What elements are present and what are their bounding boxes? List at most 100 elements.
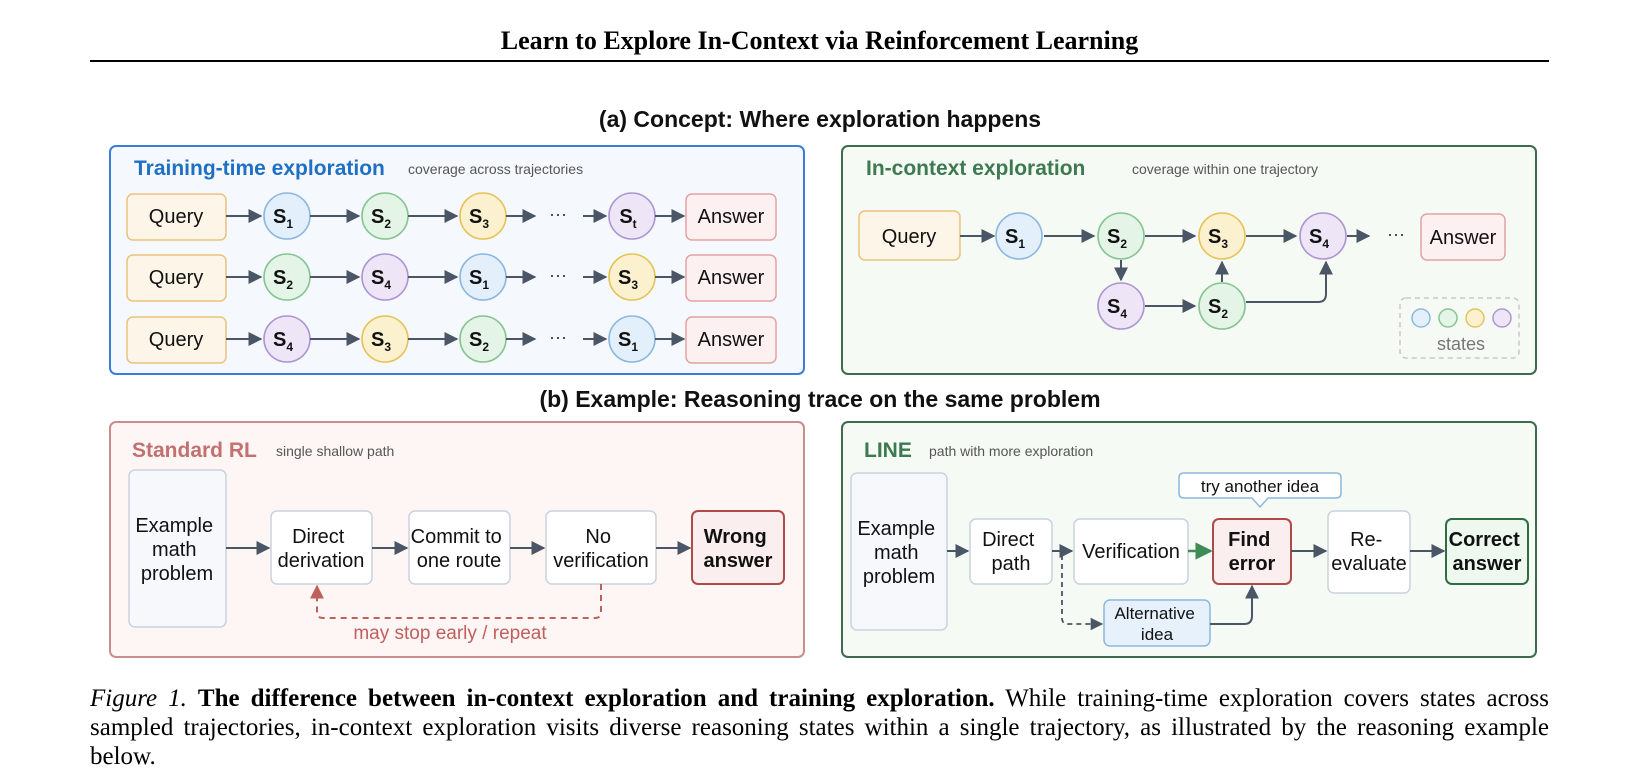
caption-text: While training-time exploration covers s… (90, 685, 1549, 770)
line-title: LINE (864, 439, 912, 462)
line-correct-answer-box (1445, 518, 1529, 585)
training-state-r2-1-label: S2 (273, 267, 293, 292)
incontext-panel (841, 145, 1537, 375)
line-direct-label: Direct path (982, 529, 1040, 575)
training-state-r2-2-label: S4 (371, 267, 391, 292)
training-state-r3-1-label: S4 (273, 329, 293, 354)
training-answer-label: Answer (698, 329, 765, 351)
ic-state-2-circle (1097, 212, 1145, 260)
std-step-noverify-label: No verification (553, 526, 649, 572)
line-reevaluate-box (1327, 510, 1411, 594)
training-state-r3-1: S4 (263, 315, 311, 363)
training-state-r1-1: S1 (263, 192, 311, 240)
panel-b-title: (b) Example: Reasoning trace on the same… (539, 386, 1100, 412)
training-row-1: Query S1 S2 S3 St ··· Answer (126, 192, 777, 241)
training-state-r3-3: S2 (459, 315, 507, 363)
standard-rl-title: Standard RL (132, 439, 257, 462)
states-legend-box (1399, 297, 1520, 359)
ic-state-1-label: S1 (1005, 226, 1025, 251)
training-state-r3-4: S1 (608, 315, 656, 363)
training-answer-label: Answer (698, 267, 765, 289)
training-title: Training-time exploration (134, 157, 385, 180)
ic-ellipsis: ··· (1387, 224, 1405, 244)
incontext-answer-box (1420, 213, 1506, 261)
caption-bold: The difference between in-context explor… (197, 685, 995, 712)
training-state-r1-3-circle (459, 192, 507, 240)
training-query-label: Query (149, 267, 203, 289)
ic-branch-state-2-circle (1198, 282, 1246, 330)
training-state-r1-3: S3 (459, 192, 507, 240)
ic-state-2-label: S2 (1107, 226, 1127, 251)
training-state-r3-2-circle (361, 315, 409, 363)
header-rule (90, 60, 1549, 62)
line-panel (841, 421, 1537, 658)
line-problem-label: Example math problem (857, 518, 940, 588)
std-problem-label: Example math problem (135, 515, 218, 585)
ic-state-2: S2 (1097, 212, 1145, 260)
incontext-title: In-context exploration (866, 157, 1085, 180)
training-ellipsis: ··· (549, 204, 567, 224)
training-answer-label: Answer (698, 206, 765, 228)
ic-state-4-label: S4 (1309, 226, 1329, 251)
training-subtitle: coverage across trajectories (408, 161, 583, 177)
training-state-r3-3-label: S2 (469, 329, 489, 354)
figure-caption: Figure 1. The difference between in-cont… (90, 684, 1549, 771)
training-query-label: Query (149, 206, 203, 228)
figure-diagram: (a) Concept: Where exploration happens (… (109, 106, 1537, 658)
training-ellipsis: ··· (549, 327, 567, 347)
ic-branch-state-1-label: S4 (1107, 296, 1127, 321)
training-state-r1-2-circle (361, 192, 409, 240)
training-state-r2-1-circle (263, 253, 311, 301)
ic-branch-state-2-label: S2 (1208, 296, 1228, 321)
caption-label: Figure 1. (90, 685, 187, 712)
line-alternative-label: Alternative idea (1114, 604, 1199, 644)
incontext-subtitle: coverage within one trajectory (1132, 161, 1318, 177)
ic-state-4-circle (1299, 212, 1347, 260)
training-state-r1-2-label: S2 (371, 206, 391, 231)
std-loop-label: may stop early / repeat (353, 623, 547, 644)
legend-dot-yellow (1465, 308, 1485, 328)
line-verification-label: Verification (1082, 541, 1180, 563)
incontext-answer-label: Answer (1430, 227, 1497, 249)
training-state-r3-2: S3 (361, 315, 409, 363)
legend-dot-green (1438, 308, 1458, 328)
line-flow: Example math problem Direct path Verific… (850, 472, 1529, 647)
training-state-r2-3-circle (459, 253, 507, 301)
training-state-r2-4-label: S3 (618, 267, 638, 292)
training-state-r2-3: S1 (459, 253, 507, 301)
ic-branch-state-1-circle (1097, 282, 1145, 330)
line-callout-label: try another idea (1201, 477, 1320, 496)
legend-dot-purple (1492, 308, 1512, 328)
training-state-r1-4-label: St (619, 206, 636, 231)
line-subtitle: path with more exploration (929, 443, 1093, 459)
ic-state-3-label: S3 (1208, 226, 1228, 251)
ic-state-4: S4 (1299, 212, 1347, 260)
training-state-r3-2-label: S3 (371, 329, 391, 354)
std-step-commit-label: Commit to one route (411, 526, 508, 572)
incontext-query-label: Query (882, 226, 936, 248)
training-state-r1-3-label: S3 (469, 206, 489, 231)
training-state-r2-4-circle (608, 253, 656, 301)
training-answer-box (685, 316, 777, 364)
ic-branch-state-2: S2 (1198, 282, 1246, 330)
training-answer-box (685, 193, 777, 241)
training-row-3: Query S4 S3 S2 S1 ··· Answer (126, 315, 777, 364)
line-reevaluate-label: Re- evaluate (1331, 529, 1407, 575)
line-dashed-branch (1061, 555, 1104, 631)
training-state-r3-4-circle (608, 315, 656, 363)
training-row-2: Query S2 S4 S1 S3 ··· Answer (126, 253, 777, 302)
training-ellipsis: ··· (549, 265, 567, 285)
training-query-label: Query (149, 329, 203, 351)
std-wrong-answer-label: Wrong answer (704, 526, 773, 572)
training-state-r2-4: S3 (608, 253, 656, 301)
training-state-r3-1-circle (263, 315, 311, 363)
paper-header-title: Learn to Explore In-Context via Reinforc… (500, 26, 1139, 55)
panel-a-title: (a) Concept: Where exploration happens (599, 106, 1041, 132)
line-alt-to-error (1210, 584, 1259, 625)
training-state-r2-2: S4 (361, 253, 409, 301)
ic-branch-state-1: S4 (1097, 282, 1145, 330)
line-find-error-label: Find error (1228, 529, 1276, 575)
std-wrong-answer-box (691, 510, 785, 585)
